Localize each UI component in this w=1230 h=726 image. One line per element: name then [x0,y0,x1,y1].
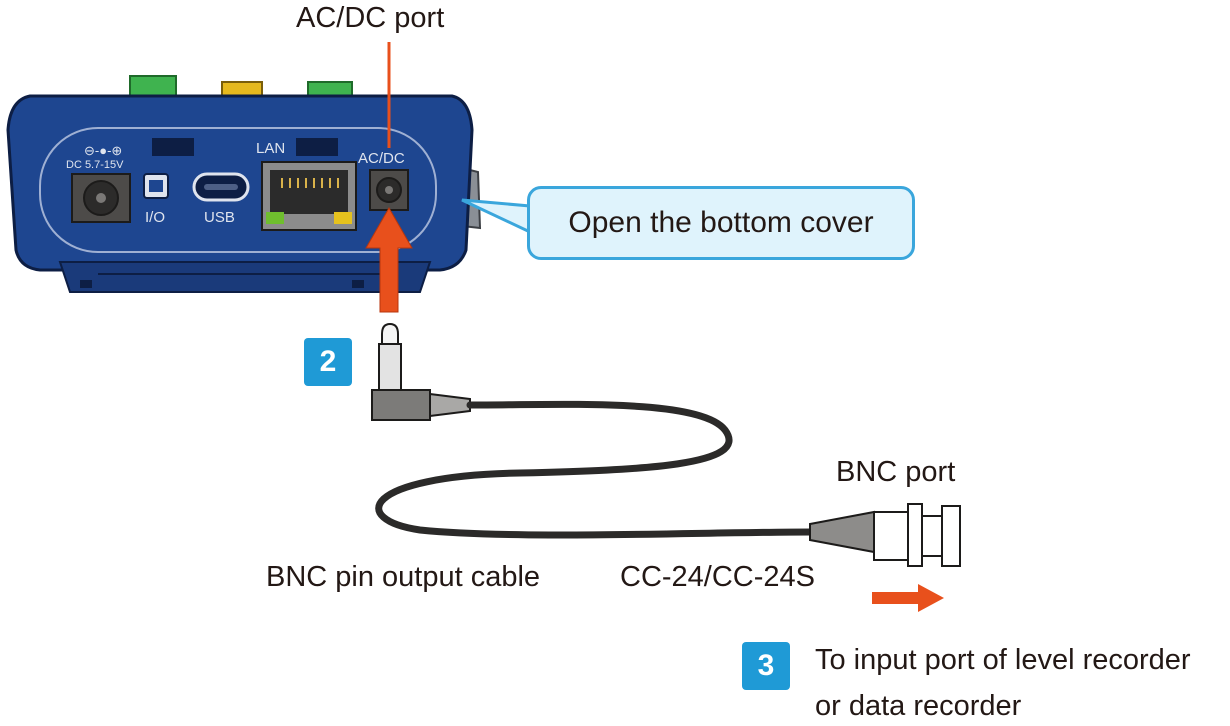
callout-text: Open the bottom cover [568,206,874,239]
plug-sleeve [378,343,402,393]
lan-led-right [334,212,352,224]
step-2-badge: 2 [304,338,352,386]
step-3-badge: 3 [742,642,790,690]
step-3-text-line1: To input port of level recorder [815,644,1191,676]
bnc-end [941,505,961,567]
dc-label: DC 5.7-15V [66,159,124,171]
strip-notch [352,280,364,288]
panel-slot-right [296,138,338,156]
open-cover-callout: Open the bottom cover [527,186,915,260]
cable [375,400,816,539]
usb-label: USB [204,209,235,226]
panel-slot-left [152,138,194,156]
bnc-body [873,511,909,561]
insert-arrow [365,206,413,313]
port-panel [39,127,437,253]
dc-symbol: ⊖-●-⊕ [84,143,122,158]
plug-body [371,389,431,421]
lan-led-left [266,212,284,224]
step-3-text-line2: or data recorder [815,690,1022,722]
device-bottom-strip [58,261,432,293]
plug-strain-relief [429,392,471,418]
bnc-port-label: BNC port [836,456,956,488]
acdc-label: AC/DC [358,150,405,167]
bnc-strain-relief [809,510,875,554]
io-label: I/O [145,209,165,226]
cable-model-label: CC-24/CC-24S [620,561,815,593]
acdc-port-label: AC/DC port [296,2,445,34]
lan-label: LAN [256,140,285,157]
bnc-ring [907,503,923,567]
bnc-tip [921,515,943,557]
strip-notch [80,280,92,288]
cable-name-label: BNC pin output cable [266,561,541,593]
output-arrow [872,584,944,612]
plug-pin [381,322,399,345]
